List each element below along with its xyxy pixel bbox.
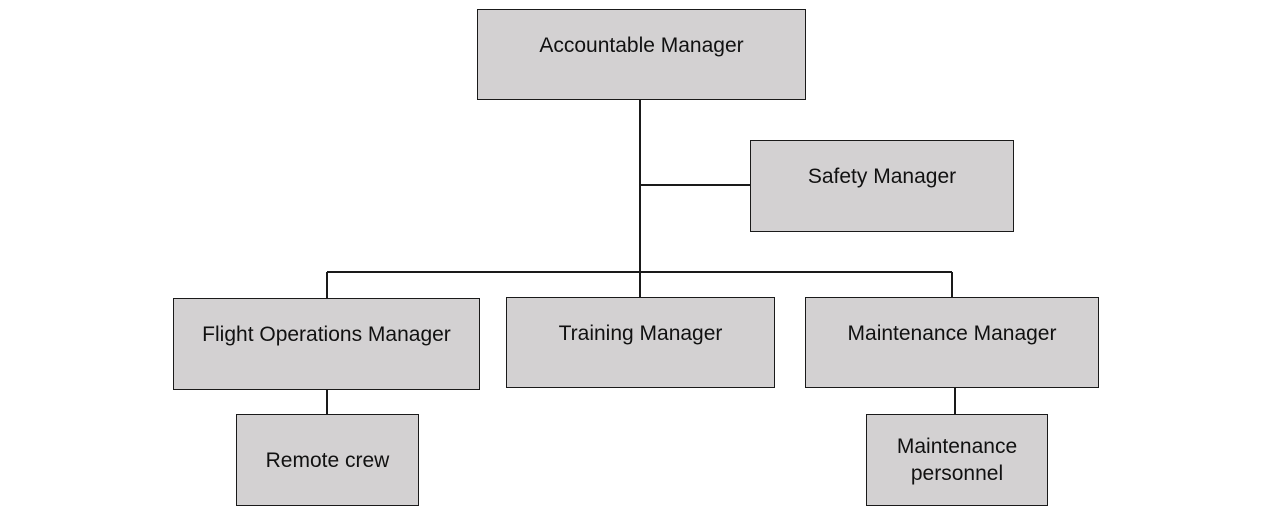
training-manager-label: Training Manager bbox=[558, 322, 723, 345]
maintenance-personnel-label: Maintenance personnel bbox=[896, 435, 1018, 485]
maintenance-manager-label: Maintenance Manager bbox=[847, 322, 1057, 345]
safety-manager-box: Safety Manager bbox=[750, 140, 1014, 232]
accountable-manager-label: Accountable Manager bbox=[539, 34, 744, 57]
training-manager-box: Training Manager bbox=[506, 297, 775, 388]
accountable-manager-box: Accountable Manager bbox=[477, 9, 806, 100]
remote-crew-label: Remote crew bbox=[265, 448, 390, 472]
safety-manager-label: Safety Manager bbox=[807, 165, 957, 188]
remote-crew-box: Remote crew bbox=[236, 414, 419, 506]
maintenance-manager-box: Maintenance Manager bbox=[805, 297, 1099, 388]
flight-operations-manager-label: Flight Operations Manager bbox=[202, 323, 451, 346]
maintenance-personnel-box: Maintenance personnel bbox=[866, 414, 1048, 506]
flight-operations-manager-box: Flight Operations Manager bbox=[173, 298, 480, 390]
